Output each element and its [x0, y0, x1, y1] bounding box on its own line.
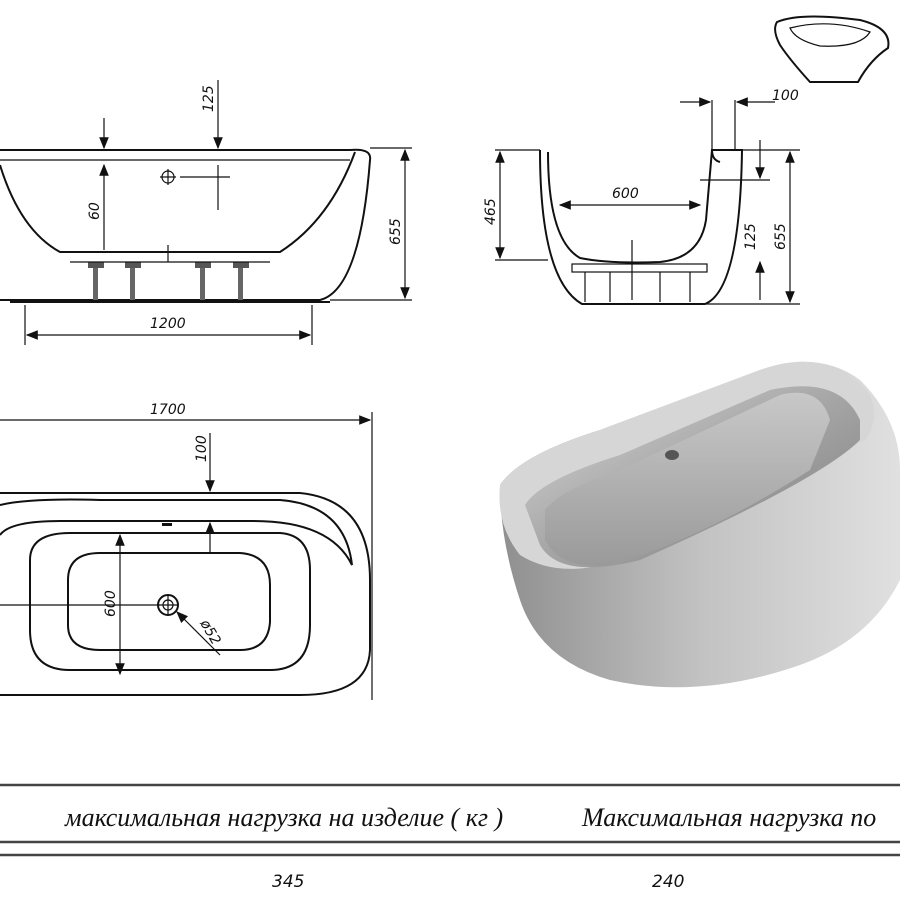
dim-100-side: 100 [772, 88, 799, 104]
dim-125-side: 125 [743, 223, 759, 250]
dim-drain-diameter: ø52 [196, 616, 224, 648]
header-max-load-other: Максимальная нагрузка по [581, 803, 876, 832]
value-max-load-other: 240 [652, 872, 684, 892]
load-table: максимальная нагрузка на изделие ( кг ) … [0, 783, 900, 892]
dim-655-side: 655 [773, 223, 789, 250]
dim-100-top: 100 [194, 435, 210, 462]
dim-600-top: 600 [103, 590, 119, 617]
overflow-icon [160, 169, 176, 185]
side-view: 100 465 600 125 655 [483, 88, 800, 305]
dim-125-front: 125 [201, 85, 217, 112]
dim-655-front: 655 [388, 218, 404, 245]
header-max-load-product: максимальная нагрузка на изделие ( кг ) [64, 803, 503, 832]
dim-60: 60 [87, 202, 103, 220]
dim-1700: 1700 [150, 402, 186, 418]
dim-1200: 1200 [150, 316, 186, 332]
dim-465: 465 [483, 198, 499, 225]
bathtub-render [499, 361, 900, 688]
front-view: 125 60 655 1200 [0, 80, 412, 345]
drain-icon [157, 594, 179, 616]
support-legs [70, 261, 270, 300]
bathtub-thumbnail-icon [774, 15, 890, 83]
dim-600-side: 600 [612, 186, 639, 202]
top-view: 1700 100 600 ø52 [0, 402, 373, 700]
value-max-load-product: 345 [272, 872, 304, 892]
